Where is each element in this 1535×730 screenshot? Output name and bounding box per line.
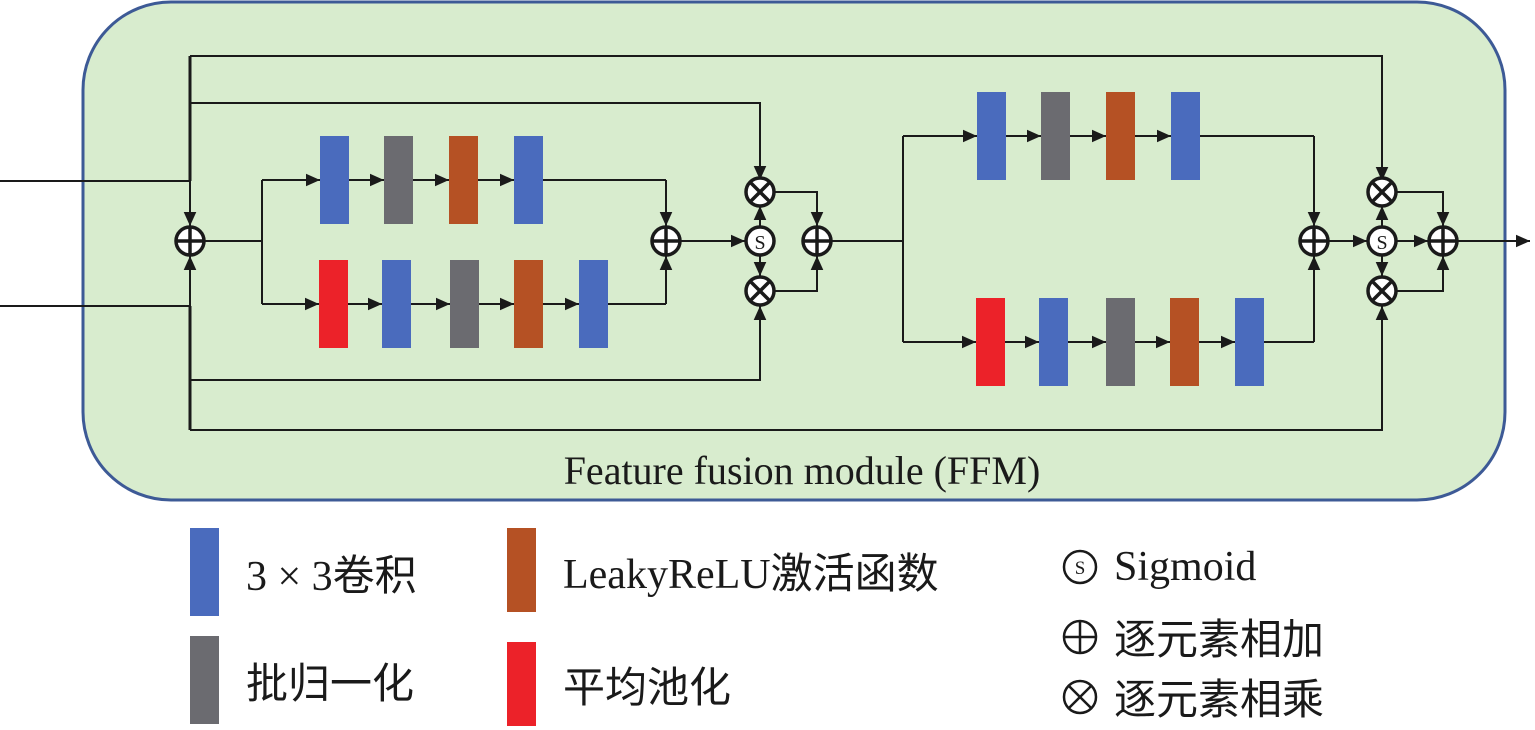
stage2-multop-to-add [1396,191,1450,226]
stage2-multiply-top-node [1366,176,1398,208]
stage1-sigmoid-node: S [744,225,776,257]
stage1-upper-2-leaky-block [449,136,478,224]
stage1-upper-3-conv-block [514,136,543,224]
legend-item-bn: 批归一化 [190,636,414,724]
stage1-lower-3-leaky-block [514,260,543,348]
legend-label-add: 逐元素相加 [1114,618,1325,664]
stage2-upper-2-leaky-block [1106,92,1135,180]
legend-item-sigmoid: S Sigmoid [1060,543,1256,591]
svg-text:S: S [1376,232,1387,254]
stage1-upper-1-bn-block [384,136,413,224]
legend-swatch-avgpool [507,642,536,726]
legend-label-conv: 3 × 3卷积 [246,553,417,600]
sigmoid-icon: S [1062,549,1098,585]
stage2-lower-1-conv-block [1039,298,1068,386]
svg-text:S: S [754,232,765,254]
layer-blocks [319,92,1264,386]
legend-swatch-conv [190,528,219,616]
stage1-upper-0-conv-block [320,136,349,224]
legend-item-add: 逐元素相加 [1060,606,1324,667]
stage1-multop-to-add [774,191,824,226]
legend-item-multiply: 逐元素相乘 [1060,666,1324,727]
module-title: Feature fusion module (FFM) [564,448,1041,493]
legend-label-avgpool: 平均池化 [563,665,732,712]
legend-swatch-bn [190,636,219,724]
stage1-lower-1-conv-block [382,260,411,348]
circled-plus-icon [1062,619,1098,654]
connection-wires [0,55,1530,431]
stage2-fuse-add-node [1427,225,1459,257]
sigmoid-icon-letter: S [1075,558,1086,579]
legend-item-conv: 3 × 3卷积 [190,528,417,616]
stage1-input-add-node [174,225,206,257]
stage2-mulbot-to-add [1396,256,1450,292]
stage2-lower-3-leaky-block [1170,298,1199,386]
skip-top-outer [190,55,1389,181]
skip-bottom-outer [190,306,1389,431]
stage1-mulbot-to-add [774,256,824,292]
circled-times-icon [1062,679,1098,714]
stage1-fuse-add-node [801,225,833,257]
stage2-sigmoid-node: S [1366,225,1398,257]
stage1-lower-4-conv-block [579,260,608,348]
legend-label-bn: 批归一化 [246,661,415,708]
stage2-merge-add-node [1298,225,1330,257]
stage2-lower-0-avgpool-block [976,298,1005,386]
legend-item-leaky: LeakyReLU激活函数 [507,528,939,612]
stage1-multiply-bottom-node [744,275,776,307]
legend-label-leaky: LeakyReLU激活函数 [563,551,939,598]
stage1-lower-2-bn-block [450,260,479,348]
stage1-multiply-top-node [744,176,776,208]
stage1-merge-add-node [650,225,682,257]
stage2-lower-4-conv-block [1235,298,1264,386]
legend-swatch-leaky [507,528,536,612]
stage2-multiply-bottom-node [1366,275,1398,307]
module-container [81,0,1507,502]
skip-bottom-inner [190,306,767,381]
stage1-lower-0-avgpool-block [319,260,348,348]
stage2-lower-2-bn-block [1106,298,1135,386]
legend-label-sigmoid: Sigmoid [1114,544,1257,590]
skip-top-inner [190,102,767,180]
legend-item-avgpool: 平均池化 [507,642,731,726]
stage2-upper-3-conv-block [1171,92,1200,180]
stage2-upper-0-conv-block [977,92,1006,180]
legend-label-multiply: 逐元素相乘 [1114,678,1325,724]
stage2-upper-1-bn-block [1041,92,1070,180]
